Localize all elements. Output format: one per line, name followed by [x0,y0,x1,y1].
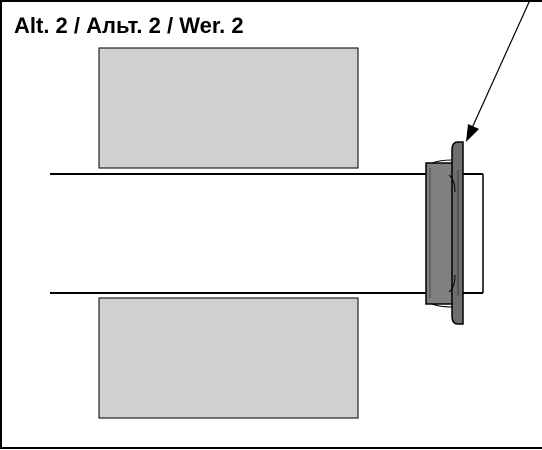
flanged-bushing [425,141,464,325]
bushing-body [425,162,455,305]
diagram-title: Alt. 2 / Альт. 2 / Wer. 2 [14,13,244,38]
upper-block [98,47,359,169]
leader-arrow [466,0,531,142]
lower-block [98,297,359,419]
